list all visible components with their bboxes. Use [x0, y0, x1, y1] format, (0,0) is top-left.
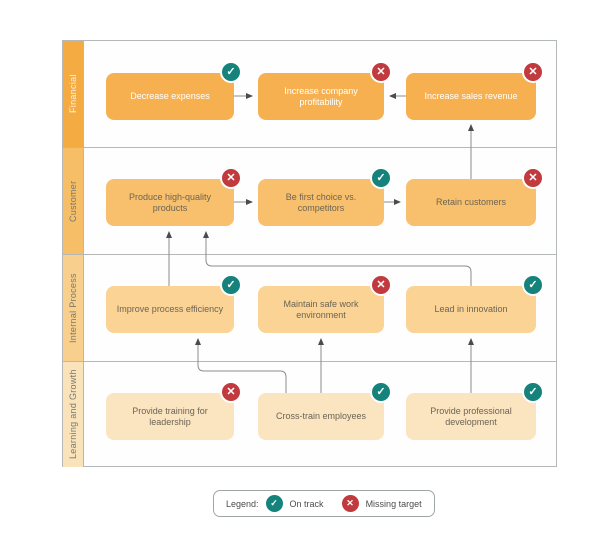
node-text: Provide professional development: [430, 405, 512, 427]
missing-target-icon: ✕: [341, 495, 359, 512]
lane-financial: Financial: [63, 41, 83, 147]
node-text: Improve process efficiency: [116, 304, 224, 314]
lane-internal-process: Internal Process: [63, 255, 83, 361]
node-maintain-safe-work-environment: Maintain safe work environment ✕: [258, 274, 392, 333]
node-text: Decrease expenses: [130, 91, 210, 101]
status-icon: ✓: [522, 274, 544, 296]
node-decrease-expenses: Decrease expenses ✓: [106, 61, 242, 120]
node-retain-customers: Retain customers ✕: [406, 167, 544, 226]
status-icon: ✕: [220, 381, 242, 403]
node-increase-company-profitability: Increase company profitability ✕: [258, 61, 392, 120]
status-icon: ✕: [370, 61, 392, 83]
node-produce-high-quality-products: Produce high-quality products ✕: [106, 167, 242, 226]
node-text: Maintain safe work environment: [283, 298, 359, 320]
node-be-first-choice: Be first choice vs. competitors ✓: [258, 167, 392, 226]
status-icon: ✓: [522, 381, 544, 403]
node-lead-in-innovation: Lead in innovation ✓: [406, 274, 544, 333]
status-icon: ✓: [370, 167, 392, 189]
row-divider: [63, 361, 556, 362]
lane-customer: Customer: [63, 148, 83, 254]
row-divider: [63, 254, 556, 255]
lane-learning-growth: Learning and Growth: [63, 362, 83, 467]
node-text: Increase sales revenue: [424, 91, 518, 101]
row-divider: [63, 147, 556, 148]
node-text: Provide training for leadership: [132, 405, 208, 427]
node-text: Produce high-quality products: [128, 191, 212, 213]
legend-on-track-label: On track: [289, 498, 324, 509]
node-text: Lead in innovation: [434, 304, 508, 314]
legend-title: Legend:: [226, 498, 259, 509]
status-icon: ✕: [370, 274, 392, 296]
lane-column-divider: [83, 41, 84, 466]
node-increase-sales-revenue: Increase sales revenue ✕: [406, 61, 544, 120]
status-icon: ✕: [220, 167, 242, 189]
node-cross-train-employees: Cross-train employees ✓: [258, 381, 392, 440]
status-icon: ✓: [370, 381, 392, 403]
node-provide-training-for-leadership: Provide training for leadership ✕: [106, 381, 242, 440]
node-improve-process-efficiency: Improve process efficiency ✓: [106, 274, 242, 333]
status-icon: ✓: [220, 61, 242, 83]
status-icon: ✕: [522, 61, 544, 83]
on-track-icon: ✓: [265, 495, 283, 512]
node-text: Be first choice vs. competitors: [285, 191, 357, 213]
node-text: Retain customers: [435, 197, 507, 207]
connector-arrows: [166, 93, 474, 393]
legend: Legend: ✓ On track ✕ Missing target: [213, 490, 435, 517]
status-icon: ✕: [522, 167, 544, 189]
legend-missing-target-label: Missing target: [365, 498, 422, 509]
node-text: Increase company profitability: [284, 85, 358, 107]
node-provide-professional-development: Provide professional development ✓: [406, 381, 544, 440]
strategy-map-grid: Financial Customer Internal Process Lear…: [62, 40, 557, 467]
node-text: Cross-train employees: [275, 411, 367, 421]
status-icon: ✓: [220, 274, 242, 296]
